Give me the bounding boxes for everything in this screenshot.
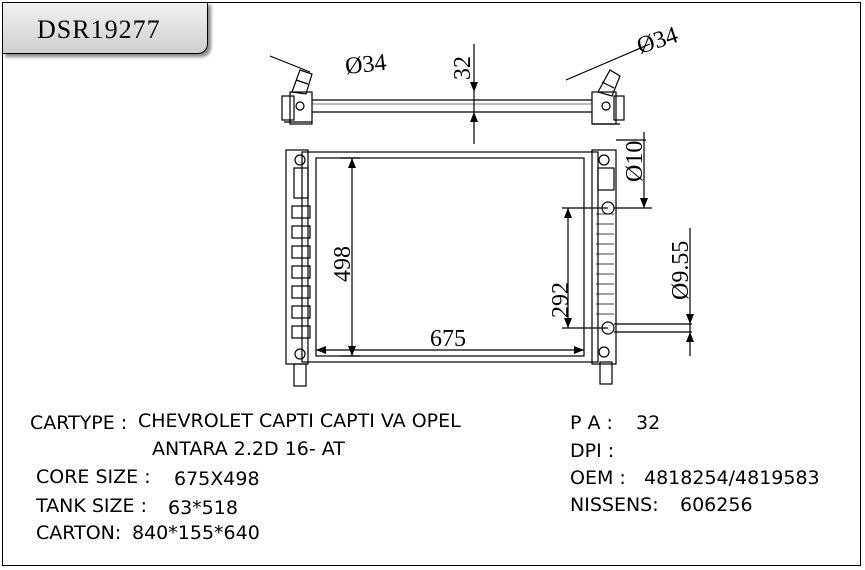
tank-size-value: 63*518 bbox=[168, 497, 238, 519]
tank-size-label: TANK SIZE : bbox=[36, 495, 147, 517]
pa-label: P A : bbox=[570, 412, 613, 434]
core-height-label: 498 bbox=[330, 246, 356, 282]
cartype-line1: CHEVROLET CAPTI CAPTI VA OPEL bbox=[138, 410, 461, 432]
port-diameter-label: Ø10 bbox=[622, 141, 648, 182]
core-width-label: 675 bbox=[430, 326, 466, 352]
oem-value: 4818254/4819583 bbox=[644, 467, 820, 489]
port-spacing-label: 292 bbox=[548, 282, 574, 318]
core-size-value: 675X498 bbox=[174, 468, 260, 490]
top-view bbox=[269, 43, 651, 144]
tank-offset-label: 32 bbox=[450, 56, 476, 80]
port2-diameter-label: Ø9.55 bbox=[668, 241, 694, 300]
title-tab: DSR19277 bbox=[2, 2, 208, 54]
part-code: DSR19277 bbox=[37, 15, 161, 44]
cartype-line2: ANTARA 2.2D 16- AT bbox=[152, 438, 345, 460]
front-view bbox=[285, 132, 692, 387]
carton-label: CARTON: bbox=[36, 522, 122, 544]
dpi-label: DPI : bbox=[570, 440, 615, 462]
outlet-diameter-label: Ø34 bbox=[634, 22, 681, 60]
inlet-diameter-label: Ø34 bbox=[344, 50, 388, 80]
pa-value: 32 bbox=[636, 412, 661, 434]
nissens-label: NISSENS: bbox=[570, 494, 659, 516]
cartype-label: CARTYPE : bbox=[30, 412, 128, 434]
carton-value: 840*155*640 bbox=[132, 522, 260, 544]
oem-label: OEM : bbox=[570, 467, 626, 489]
nissens-value: 606256 bbox=[680, 494, 753, 516]
core-size-label: CORE SIZE : bbox=[36, 466, 151, 488]
